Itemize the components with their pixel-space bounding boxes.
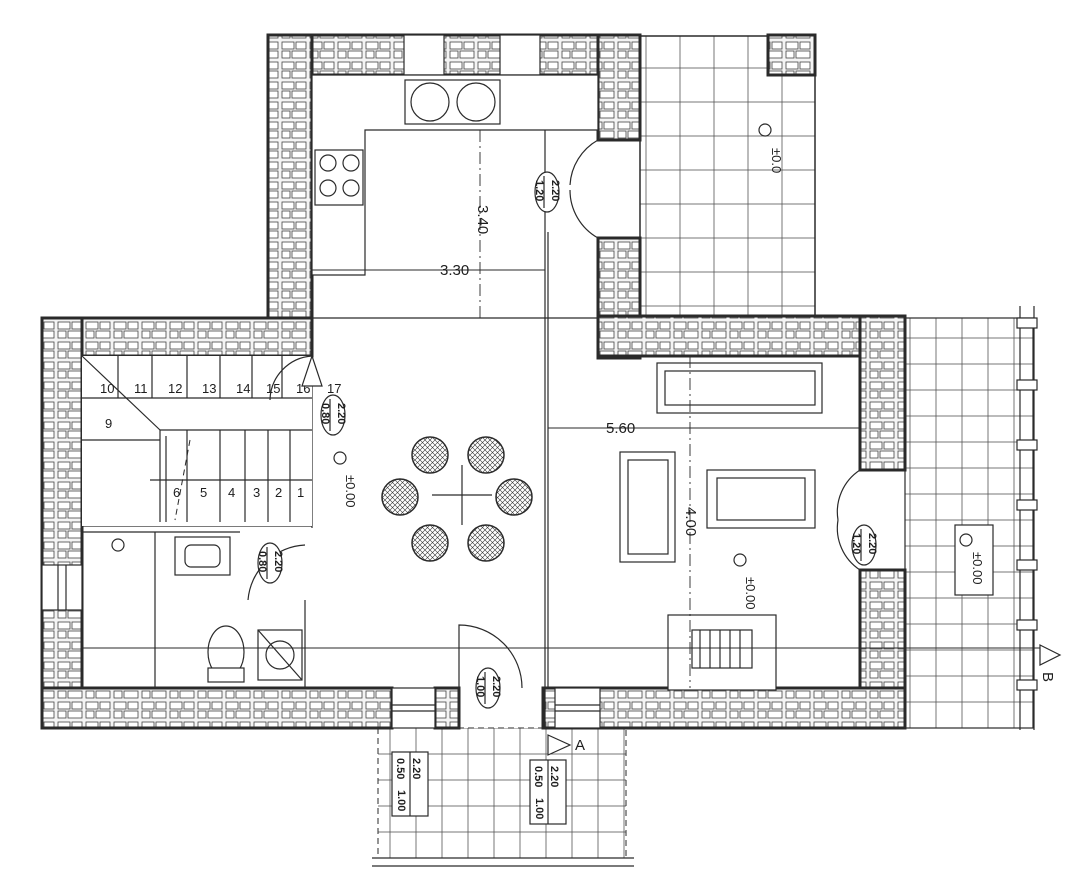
main-walls xyxy=(40,314,907,730)
coffee-table xyxy=(706,469,816,529)
window-left-width: 0.50 xyxy=(394,758,406,779)
dimensions: 3.30 3.40 5.60 4.00 xyxy=(312,130,860,688)
step-6: 6 xyxy=(173,485,180,500)
living-furniture xyxy=(619,362,823,691)
top-terrace xyxy=(639,35,816,317)
step-9: 9 xyxy=(105,416,112,431)
wash-basin xyxy=(174,536,231,576)
entrance-door-width: 1.00 xyxy=(474,676,486,697)
kitchen-width-dim: 3.30 xyxy=(440,262,469,279)
living-width-dim: 5.60 xyxy=(606,420,635,437)
kitchen-door-height: 2.20 xyxy=(549,180,561,201)
stair-door-height: 2.20 xyxy=(335,403,347,424)
windows xyxy=(41,34,601,729)
level-terrace-right: ±0.00 xyxy=(970,552,985,584)
chair xyxy=(381,478,419,516)
dining-set xyxy=(381,436,533,562)
section-mark-a: A xyxy=(575,737,585,754)
step-1: 1 xyxy=(297,485,304,500)
kitchen-door-width: 1.20 xyxy=(533,180,545,201)
fireplace xyxy=(667,614,777,691)
level-terrace-top: ±0.0 xyxy=(769,148,784,173)
wc-door-width: 0.80 xyxy=(256,551,268,572)
step-10: 10 xyxy=(100,381,114,396)
terrace-door-height: 2.20 xyxy=(866,533,878,554)
chair xyxy=(411,436,449,474)
chair xyxy=(411,524,449,562)
wc-door-height: 2.20 xyxy=(272,551,284,572)
window-left-height: 2.20 xyxy=(410,758,422,779)
door-swings xyxy=(269,139,861,689)
window-right-sill: 1.00 xyxy=(533,798,545,819)
chair xyxy=(467,436,505,474)
step-5: 5 xyxy=(200,485,207,500)
level-marker-icon xyxy=(333,451,347,465)
entrance-door-height: 2.20 xyxy=(490,676,502,697)
step-11: 11 xyxy=(134,381,148,396)
step-14: 14 xyxy=(236,381,250,396)
shower-head-icon xyxy=(111,538,125,552)
step-17: 17 xyxy=(327,381,341,396)
step-3: 3 xyxy=(253,485,260,500)
kitchen-sink xyxy=(404,79,501,125)
living-depth-dim: 4.00 xyxy=(682,507,699,536)
level-marker-icon xyxy=(959,533,973,547)
door-tags: 1.20 2.20 0.80 2.20 0.80 2.20 1.00 2.20 … xyxy=(256,171,878,709)
section-mark-b: B xyxy=(1039,672,1056,682)
level-marker-icon xyxy=(733,553,747,567)
sofa-left xyxy=(619,451,676,563)
window-left-sill: 1.00 xyxy=(395,790,407,811)
step-2: 2 xyxy=(275,485,282,500)
stove xyxy=(314,149,364,206)
chair xyxy=(495,478,533,516)
wc xyxy=(111,536,306,683)
step-4: 4 xyxy=(228,485,235,500)
kitchen-depth-dim: 3.40 xyxy=(474,205,491,234)
terrace-door-width: 1.20 xyxy=(850,533,862,554)
right-terrace-pergola xyxy=(904,306,1038,730)
section-markers: A B xyxy=(82,644,1062,756)
kitchen-counters xyxy=(311,74,599,276)
window-tags: 0.50 2.20 1.00 0.50 2.20 1.00 xyxy=(391,751,567,825)
level-marker-icon xyxy=(758,123,772,137)
window-right-width: 0.50 xyxy=(532,766,544,787)
stair-door-width: 0.80 xyxy=(319,403,331,424)
chair xyxy=(467,524,505,562)
staircase: 17 16 15 14 13 12 11 10 9 6 5 4 3 2 1 xyxy=(81,354,341,526)
step-15: 15 xyxy=(266,381,280,396)
section-arrow-icon xyxy=(1039,644,1062,666)
step-12: 12 xyxy=(168,381,182,396)
section-arrow-icon xyxy=(547,734,572,756)
stair-arrow-icon xyxy=(301,354,323,387)
level-hall: ±0.00 xyxy=(343,475,358,507)
level-living: ±0.00 xyxy=(743,577,758,609)
step-13: 13 xyxy=(202,381,216,396)
level-markers: ±0.0 ±0.00 ±0.00 ±0.00 xyxy=(333,123,994,609)
window-right-height: 2.20 xyxy=(548,766,560,787)
